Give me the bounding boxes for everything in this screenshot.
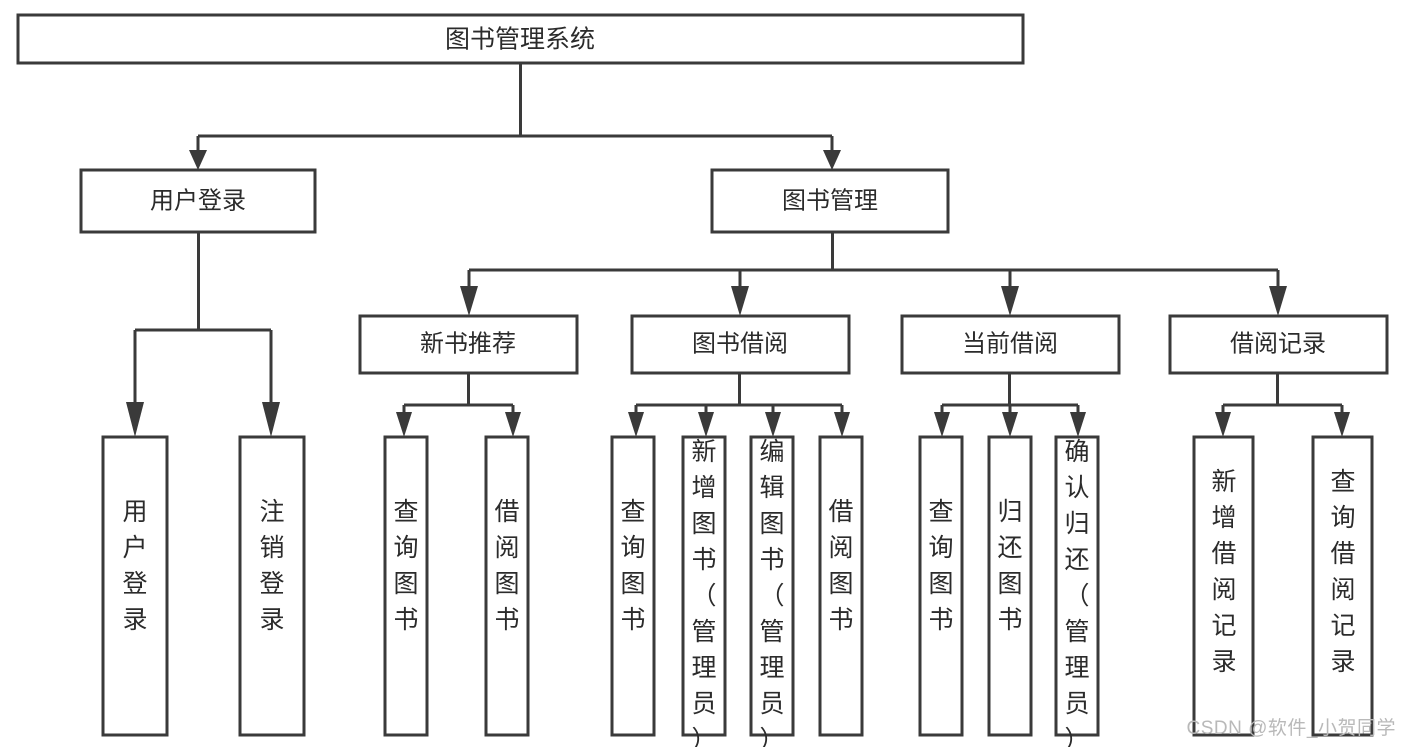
arrow-to-leaf-query-record [1334, 412, 1350, 437]
arrow-to-leaf-add-book [698, 412, 714, 437]
arrow-to-new-book-recommend [460, 286, 478, 316]
node-new-book-recommend[interactable]: 新书推荐 [358, 314, 579, 375]
arrow-to-leaf-return-book [1002, 412, 1018, 437]
node-leaf-edit-book-box[interactable] [749, 435, 795, 737]
node-leaf-query-book-1-box[interactable] [383, 435, 429, 737]
node-leaf-logout-login-label: 注销登录 [259, 498, 284, 634]
node-leaf-confirm-return[interactable]: 确认归还（管理员） [1054, 435, 1100, 747]
node-leaf-add-book[interactable]: 新增图书（管理员） [681, 435, 727, 747]
node-leaf-user-login-box[interactable] [101, 435, 169, 737]
node-current-borrow-box[interactable] [900, 314, 1121, 375]
node-user-login-box[interactable] [79, 168, 317, 234]
node-leaf-confirm-return-label: 确认归还（管理员） [1064, 438, 1089, 747]
node-leaf-borrow-book-2-label: 借阅图书 [828, 498, 853, 634]
node-leaf-borrow-book-2-box[interactable] [818, 435, 864, 737]
node-leaf-query-book-2[interactable]: 查询图书 [610, 435, 656, 737]
arrow-to-book-management [823, 150, 841, 170]
node-new-book-recommend-label: 新书推荐 [420, 330, 516, 357]
node-leaf-return-book-label: 归还图书 [997, 498, 1022, 634]
node-leaf-edit-book-label: 编辑图书（管理员） [759, 438, 784, 747]
node-leaf-add-book-label: 新增图书（管理员） [691, 438, 716, 747]
arrow-to-borrow-record [1269, 286, 1287, 316]
node-borrow-record[interactable]: 借阅记录 [1168, 314, 1389, 375]
arrow-to-current-borrow [1001, 286, 1019, 316]
arrow-to-leaf-query-book-3 [934, 412, 950, 437]
node-leaf-edit-book[interactable]: 编辑图书（管理员） [749, 435, 795, 747]
node-borrow-record-label: 借阅记录 [1230, 330, 1326, 357]
node-leaf-borrow-book-2[interactable]: 借阅图书 [818, 435, 864, 737]
node-leaf-add-record-label: 新增借阅记录 [1211, 468, 1236, 676]
node-leaf-confirm-return-box[interactable] [1054, 435, 1100, 737]
arrow-to-leaf-borrow-book-1 [505, 412, 521, 437]
node-leaf-query-record-label: 查询借阅记录 [1330, 468, 1355, 676]
leaf-nodes-layer: 用户登录 注销登录 查询图书 借阅图书 查询图书 新增图书（管理员） 编辑图书（… [101, 435, 1374, 747]
node-leaf-query-book-1-label: 查询图书 [393, 498, 418, 634]
node-leaf-query-book-1[interactable]: 查询图书 [383, 435, 429, 737]
node-leaf-query-record-box[interactable] [1311, 435, 1374, 737]
node-leaf-borrow-book-1[interactable]: 借阅图书 [484, 435, 530, 737]
node-book-borrow[interactable]: 图书借阅 [630, 314, 851, 375]
node-leaf-query-book-2-label: 查询图书 [620, 498, 645, 634]
node-root-label: 图书管理系统 [445, 26, 595, 54]
arrow-to-book-borrow [731, 286, 749, 316]
node-leaf-query-record[interactable]: 查询借阅记录 [1311, 435, 1374, 737]
node-leaf-add-record[interactable]: 新增借阅记录 [1192, 435, 1255, 737]
node-leaf-borrow-book-1-label: 借阅图书 [494, 498, 519, 634]
node-user-login[interactable]: 用户登录 [79, 168, 317, 234]
node-leaf-query-book-3-box[interactable] [918, 435, 964, 737]
arrow-to-leaf-user-login [126, 402, 144, 437]
node-leaf-borrow-book-1-box[interactable] [484, 435, 530, 737]
node-new-book-recommend-box[interactable] [358, 314, 579, 375]
node-user-login-label: 用户登录 [150, 187, 246, 214]
node-root-box[interactable] [16, 13, 1025, 65]
node-leaf-add-book-box[interactable] [681, 435, 727, 737]
node-current-borrow-label: 当前借阅 [962, 330, 1058, 357]
arrow-to-user-login [189, 150, 207, 170]
node-leaf-return-book[interactable]: 归还图书 [987, 435, 1033, 737]
node-leaf-query-book-3[interactable]: 查询图书 [918, 435, 964, 737]
arrow-to-leaf-query-book-2 [628, 412, 644, 437]
node-book-borrow-label: 图书借阅 [692, 330, 788, 357]
node-book-management-box[interactable] [710, 168, 950, 234]
node-book-management[interactable]: 图书管理 [710, 168, 950, 234]
arrow-to-leaf-borrow-book-2 [834, 412, 850, 437]
node-leaf-query-book-3-label: 查询图书 [928, 498, 953, 634]
node-leaf-query-book-2-box[interactable] [610, 435, 656, 737]
node-leaf-return-book-box[interactable] [987, 435, 1033, 737]
arrow-to-leaf-edit-book [765, 412, 781, 437]
node-current-borrow[interactable]: 当前借阅 [900, 314, 1121, 375]
node-leaf-logout-login-box[interactable] [238, 435, 306, 737]
node-leaf-user-login-label: 用户登录 [122, 498, 147, 634]
connector-layer [126, 63, 1350, 437]
arrow-to-leaf-query-book-1 [396, 412, 412, 437]
node-leaf-logout-login[interactable]: 注销登录 [238, 435, 306, 737]
node-leaf-add-record-box[interactable] [1192, 435, 1255, 737]
node-leaf-user-login[interactable]: 用户登录 [101, 435, 169, 737]
node-borrow-record-box[interactable] [1168, 314, 1389, 375]
arrow-to-leaf-logout-login [262, 402, 280, 437]
arrow-to-leaf-confirm-return [1070, 412, 1086, 437]
node-book-borrow-box[interactable] [630, 314, 851, 375]
arrow-to-leaf-add-record [1215, 412, 1231, 437]
node-root[interactable]: 图书管理系统 [16, 13, 1025, 65]
node-book-management-label: 图书管理 [782, 187, 878, 214]
